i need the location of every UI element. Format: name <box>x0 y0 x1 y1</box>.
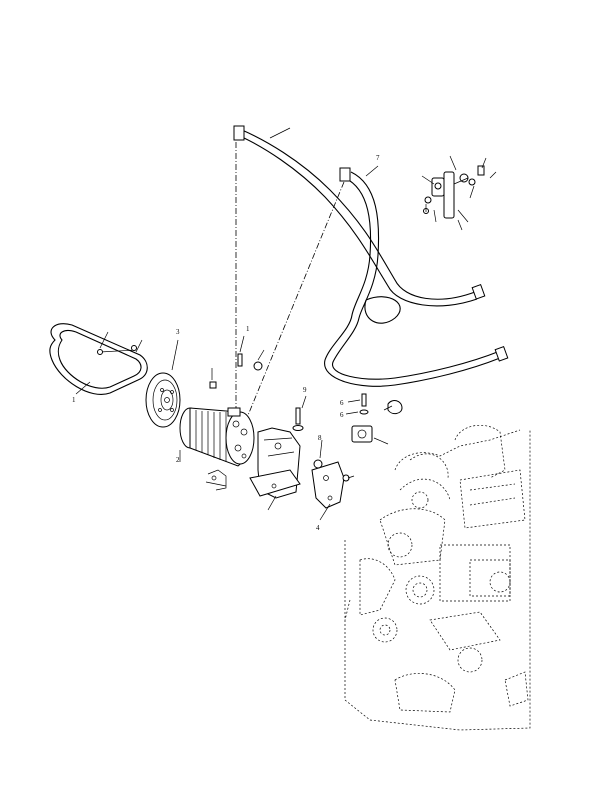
mounting-nut-1 <box>253 361 263 371</box>
callout-1: 7 <box>376 154 380 162</box>
ac-compressor <box>179 407 255 467</box>
callout-4: 9 <box>303 386 307 394</box>
hose-fitting-mid <box>339 167 351 182</box>
hose-fitting-end-2 <box>494 346 509 362</box>
alignment-line-2 <box>243 181 345 426</box>
callout-9: 2 <box>176 456 180 464</box>
callout-2: 3 <box>176 328 180 336</box>
refrigerant-hose-lower <box>324 167 509 387</box>
support-plate <box>311 459 350 509</box>
clamp-bracket-assembly <box>423 165 485 223</box>
clamp-bolt <box>361 393 367 407</box>
compressor-mounting-bracket <box>249 427 301 499</box>
compressor-pulley <box>145 372 181 428</box>
stud-bolt <box>295 407 301 425</box>
callout-8: 1 <box>72 396 76 404</box>
hose-fitting-top <box>233 125 245 141</box>
mounting-bolt-1 <box>237 353 243 367</box>
engine-phantom <box>344 424 531 731</box>
callout-5: 6 <box>340 399 344 407</box>
callout-10: 4 <box>316 524 320 532</box>
grommet <box>387 400 403 415</box>
belt-tensioner-bolt <box>99 349 137 353</box>
callout-7: 8 <box>318 434 322 442</box>
mounting-washer-1 <box>209 381 217 389</box>
retaining-clip <box>207 469 227 491</box>
drive-belt <box>49 323 148 395</box>
leader-arrows <box>75 127 497 521</box>
hose-clamp-block <box>351 425 373 443</box>
hose-fitting-end-1 <box>471 284 486 300</box>
callout-3: 1 <box>246 325 250 333</box>
callout-6: 6 <box>340 411 344 419</box>
refrigerant-hose-upper <box>233 125 486 307</box>
